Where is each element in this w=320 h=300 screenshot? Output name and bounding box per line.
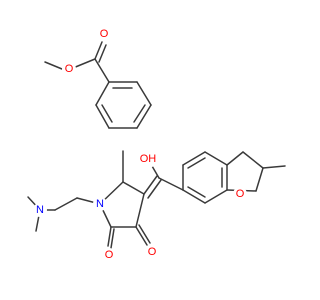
bond [135, 193, 145, 228]
furan-oxygen: O [233, 187, 247, 201]
bond [255, 167, 264, 192]
ring-nitrogen: N [93, 197, 107, 211]
ester-ether-oxygen: O [62, 62, 76, 76]
bond [107, 226, 112, 247]
bond [135, 226, 148, 246]
amine-nitrogen-label: N [36, 204, 44, 216]
bond [95, 104, 110, 129]
ester-carbonyl-oxygen: O [97, 27, 111, 41]
amine-nitrogen: N [33, 203, 47, 217]
bond [110, 228, 115, 249]
bond [158, 177, 184, 191]
bond [44, 61, 63, 70]
bond [262, 165, 286, 169]
ketone-oxygen: O [145, 245, 159, 259]
bond [242, 151, 264, 169]
ester-carbonyl-oxygen-label: O [100, 28, 109, 40]
bond [94, 41, 103, 60]
bond [98, 44, 107, 63]
bond [147, 179, 162, 199]
bond [136, 81, 152, 106]
bond [133, 104, 146, 123]
bond [187, 186, 206, 198]
bond [204, 189, 228, 204]
hydroxyl-group: OH [139, 150, 157, 168]
lactam-oxygen-label: O [105, 249, 114, 261]
bond [204, 151, 228, 166]
bond [151, 165, 160, 179]
ester-ether-oxygen-label: O [65, 63, 74, 75]
bond [143, 175, 158, 195]
bond [94, 58, 110, 83]
ketone-oxygen-label: O [148, 246, 157, 258]
molecule-structure: O O OH N N O O O [27, 27, 286, 262]
bonds [27, 41, 286, 249]
bond [136, 104, 152, 129]
bond [95, 81, 110, 106]
bond [182, 151, 206, 166]
bond [226, 151, 244, 166]
ring-nitrogen-label: N [96, 198, 104, 210]
atom-labels: O O OH N N O O O [33, 27, 247, 262]
molecule-canvas: O O OH N N O O O [27, 27, 286, 262]
bond [138, 224, 151, 244]
bond [54, 197, 78, 211]
bond [101, 104, 113, 123]
bond [182, 189, 206, 204]
bond [122, 181, 145, 195]
hydroxyl-label: OH [140, 153, 157, 165]
bond [187, 157, 206, 169]
lactam-oxygen: O [102, 248, 116, 262]
bond [72, 58, 96, 69]
furan-oxygen-label: O [236, 188, 245, 200]
